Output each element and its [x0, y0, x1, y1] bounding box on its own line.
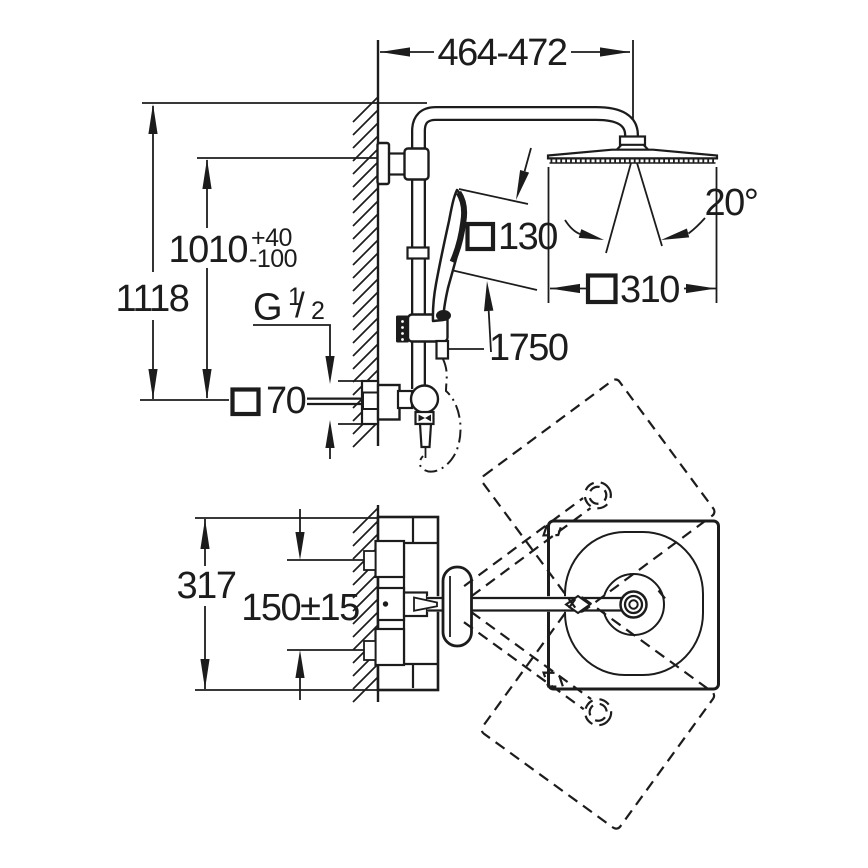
inlet-nipple-bottom — [363, 640, 377, 661]
swivel-position-upper — [463, 378, 716, 613]
square-symbol — [230, 387, 261, 417]
tolerance-plus: +40 — [251, 224, 292, 252]
dim-inlet-spacing: 150±15 — [241, 587, 359, 629]
dimension-annotations — [140, 40, 718, 700]
hose-connector — [435, 339, 450, 360]
holder-knob — [396, 315, 409, 343]
inlet-union-top — [374, 539, 406, 579]
head-shower — [546, 135, 719, 164]
hand-shower-hose — [418, 358, 462, 473]
thread-denominator: 2 — [311, 297, 324, 325]
hand-shower-face-strip — [449, 190, 468, 264]
inlet-nipple-top — [363, 550, 377, 571]
dim-total-height: 1118 — [116, 278, 189, 320]
wall-bracket — [376, 141, 430, 186]
dim-hose-length: 1750 — [489, 327, 568, 369]
dim-hand-shower: 130 — [498, 216, 557, 258]
side-view — [360, 106, 719, 473]
inlet-union-bottom — [374, 627, 406, 667]
swivel-position-lower — [463, 595, 716, 830]
dimension-labels: 464-472 1118 1010 +40 -100 G 1 / 2 70 13… — [116, 32, 759, 629]
shutoff-valve — [414, 410, 435, 426]
wall-union — [360, 379, 401, 426]
spray-lines — [605, 162, 663, 254]
hand-shower — [431, 188, 468, 323]
glide-bar-plan — [441, 565, 473, 648]
arm-hub-plan — [619, 590, 648, 619]
dim-head-shower: 310 — [620, 269, 679, 311]
rail-collar — [406, 246, 430, 260]
cartridge — [376, 586, 406, 622]
thermostat-ball-joint — [396, 384, 440, 414]
square-symbol — [465, 221, 496, 252]
plan-view — [363, 378, 720, 830]
dim-projection: 464-472 — [438, 32, 567, 74]
shower-pipe — [411, 106, 639, 389]
dim-escutcheon: 70 — [266, 380, 306, 422]
spray-angle-arcs — [564, 217, 706, 240]
thread-slash: / — [295, 286, 305, 325]
thread-numerator: 1 — [288, 283, 301, 311]
thread-letter: G — [253, 287, 281, 329]
arm-joint-diamond — [564, 594, 592, 615]
dim-outlet-height: 1010 — [168, 229, 247, 271]
hand-shower-grip-end — [436, 310, 451, 321]
hose-nipple — [418, 422, 433, 458]
dim-spray-angle: 20° — [705, 182, 758, 224]
tolerance-minus: -100 — [249, 245, 297, 273]
square-symbol — [585, 273, 618, 305]
dim-trim-height: 317 — [177, 565, 236, 607]
